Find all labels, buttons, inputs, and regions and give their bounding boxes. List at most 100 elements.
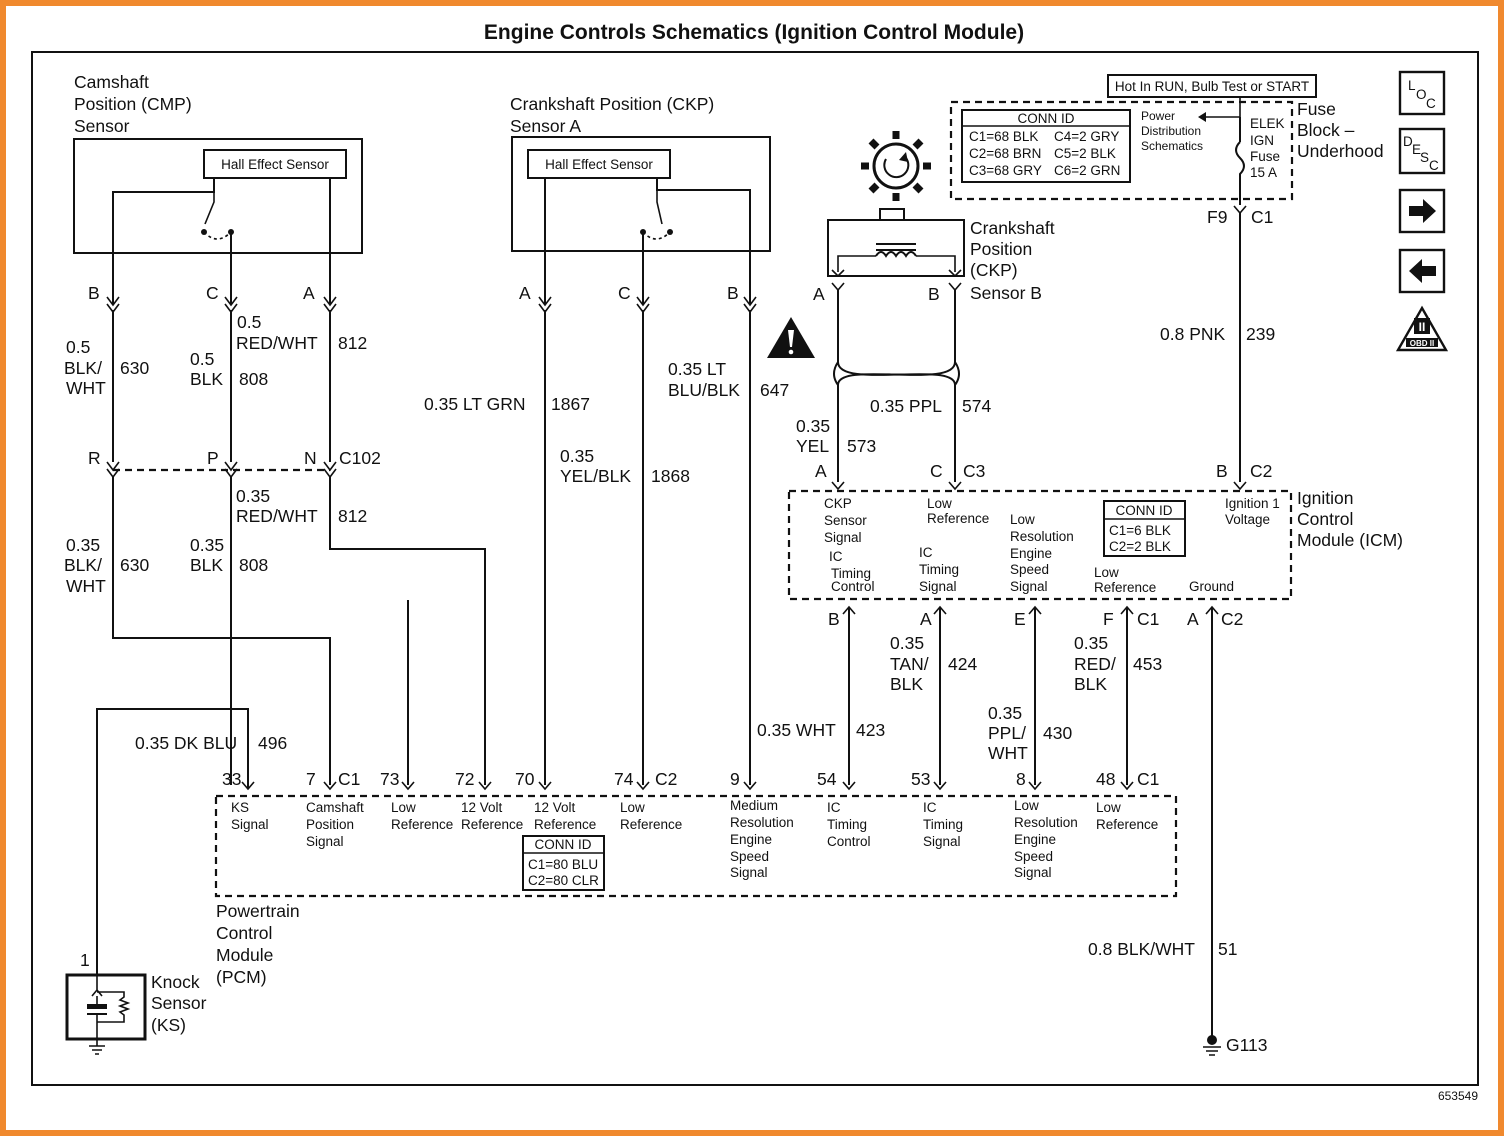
ckpb-pin-a: A	[813, 284, 825, 304]
w808a-circuit: 808	[239, 369, 268, 389]
fuse-conn-c1: C1	[1251, 207, 1273, 227]
wire-496	[96, 708, 249, 975]
icm-ictim-2: Timing	[919, 562, 959, 577]
figure-id: 653549	[1438, 1089, 1478, 1103]
w453-gauge-3: BLK	[1074, 674, 1107, 694]
pcm-lr48-1: Low	[1096, 800, 1121, 815]
pcm-lowres-2: Resolution	[1014, 815, 1078, 830]
loc-button-frame[interactable]	[1398, 70, 1446, 116]
wire-630-lower	[112, 477, 331, 785]
next-page-button[interactable]	[1398, 188, 1446, 234]
c102-name: C102	[339, 448, 381, 468]
wire-spacer	[231, 580, 408, 600]
pcm-v72-1: 12 Volt	[461, 800, 503, 815]
chevron-icon	[1233, 205, 1247, 215]
ckpb-wires-lower	[837, 385, 956, 482]
w430-circuit: 430	[1043, 723, 1072, 743]
w630b-gauge-1: 0.35	[66, 535, 100, 555]
w430-gauge-1: 0.35	[988, 703, 1022, 723]
w453-gauge-2: RED/	[1074, 654, 1116, 674]
ckpa-name-line1: Crankshaft Position (CKP)	[510, 94, 714, 114]
obd-ii-button[interactable]: II OBD II	[1395, 305, 1449, 352]
fuse-conn-row: C6=2 GRN	[1054, 163, 1120, 178]
icm-pin-a: A	[815, 461, 827, 481]
pcm-name-line2: Control	[216, 923, 272, 943]
obd-label: OBD II	[1410, 339, 1434, 348]
icm-bpin-e: E	[1014, 609, 1026, 629]
w423-circuit: 423	[856, 720, 885, 740]
pcm-med-1: Medium	[730, 798, 778, 813]
cmp-name-line1: Camshaft	[74, 72, 149, 92]
pcm-pin-70: 70	[515, 769, 535, 789]
fuse-name-line2: Block –	[1297, 120, 1355, 140]
pcm-pin-7: 7	[306, 769, 316, 789]
w51-gauge: 0.8 BLK/WHT	[1088, 939, 1195, 959]
obd-roman: II	[1419, 320, 1426, 334]
icm-ckp-1: CKP	[824, 496, 852, 511]
loc-button[interactable]: L O C	[1398, 70, 1446, 116]
prev-button-frame[interactable]	[1398, 248, 1446, 294]
c102-pin-r: R	[88, 448, 101, 468]
pcm-med-4: Speed	[730, 849, 769, 864]
pcm-v70-2: Reference	[534, 817, 596, 832]
icm-lowref2-2: Reference	[1094, 580, 1156, 595]
pcm-v72-2: Reference	[461, 817, 523, 832]
w239-gauge: 0.8 PNK	[1160, 324, 1225, 344]
pcm-icc-2: Timing	[827, 817, 867, 832]
reluctor-wheel-icon	[872, 142, 920, 190]
ckpa-wire-b	[656, 178, 751, 305]
pcm-lr73-1: Low	[391, 800, 416, 815]
chevron-icon	[948, 481, 962, 491]
power-dist-line3: Schematics	[1141, 139, 1203, 153]
chevron-icon	[831, 282, 845, 292]
pcm-pin-33: 33	[222, 769, 241, 789]
pcm-chevrons	[241, 781, 1134, 791]
ckpb-name-line3: (CKP)	[970, 260, 1018, 280]
pcm-pin-9: 9	[730, 769, 740, 789]
icm-top-chevrons	[831, 481, 1247, 491]
w812a-gauge-1: 0.5	[237, 312, 261, 332]
rotation-arrowhead	[899, 152, 908, 162]
pcm-pin-8: 8	[1016, 769, 1026, 789]
icm-name-line3: Module (ICM)	[1297, 530, 1403, 550]
ground-g113-icon	[1203, 1035, 1221, 1056]
loc-letter: L	[1408, 78, 1416, 93]
knock-sensor-icon	[87, 975, 131, 1055]
fuse-line1: ELEK	[1250, 116, 1285, 131]
arrow-right-icon	[1409, 199, 1436, 223]
fuse-block-outline	[949, 100, 1294, 201]
power-feed-wire	[1206, 97, 1241, 118]
icm-conn-title: CONN ID	[1116, 503, 1173, 518]
ckpa-hall-label: Hall Effect Sensor	[545, 157, 653, 172]
arrow-left-icon	[1409, 259, 1436, 283]
icm-lowref2-1: Low	[1094, 565, 1119, 580]
pcm-ks-1: KS	[231, 800, 249, 815]
desc-button-frame[interactable]	[1398, 127, 1446, 175]
w1867-circuit: 1867	[551, 394, 590, 414]
pcm-cam-1: Camshaft	[306, 800, 364, 815]
icm-bpin-b: B	[828, 609, 840, 629]
pcm-pin-53: 53	[911, 769, 930, 789]
hot-in-run-label: Hot In RUN, Bulb Test or START	[1115, 79, 1309, 94]
loc-letter: O	[1416, 87, 1427, 102]
icm-icctrl-3: Control	[831, 579, 875, 594]
icm-bottom-chevrons	[842, 605, 1219, 615]
desc-letter: S	[1420, 150, 1429, 165]
chevron-icon	[831, 481, 845, 491]
prev-page-button[interactable]	[1398, 248, 1446, 294]
fuse-element-icon	[1235, 117, 1245, 205]
ground-symbol-icon	[89, 1045, 105, 1055]
cmp-sensor: Camshaft Position (CMP) Sensor Hall Effe…	[73, 72, 363, 305]
fuse-conn-row: C1=68 BLK	[969, 129, 1038, 144]
pcm-pin-54: 54	[817, 769, 837, 789]
ckpb-arrows	[831, 269, 962, 278]
fuse-conn-row: C3=68 GRY	[969, 163, 1042, 178]
fuse-line2: IGN	[1250, 133, 1274, 148]
fuse-name-line1: Fuse	[1297, 99, 1336, 119]
w647-gauge-1: 0.35 LT	[668, 359, 726, 379]
knock-name-line1: Knock	[151, 972, 200, 992]
fuse-conn-id-box	[961, 109, 1131, 183]
pcm-conn-title: CONN ID	[535, 837, 592, 852]
desc-button[interactable]: D E S C	[1398, 127, 1446, 175]
